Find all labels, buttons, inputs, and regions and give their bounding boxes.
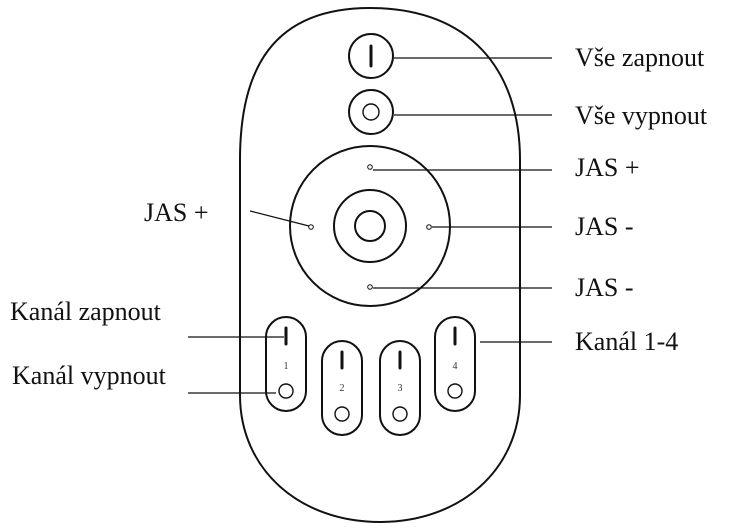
channel-number: 4 xyxy=(453,361,458,372)
channel-off-icon xyxy=(447,383,463,399)
channel-1-button[interactable]: 1 xyxy=(265,316,307,412)
channel-2-button[interactable]: 2 xyxy=(321,340,363,436)
channel-off-icon xyxy=(278,383,294,399)
label-bright-down-right: JAS - xyxy=(575,212,634,241)
all-on-button[interactable] xyxy=(348,33,394,79)
brightness-down-bottom-dot xyxy=(367,284,373,290)
remote-body xyxy=(239,6,521,524)
brightness-up-top-dot xyxy=(367,164,373,170)
label-all-off: Vše vypnout xyxy=(575,101,708,130)
label-channel-on: Kanál zapnout xyxy=(10,297,162,326)
channel-number: 3 xyxy=(398,383,403,394)
channel-3-button[interactable]: 3 xyxy=(379,340,421,436)
center-icon xyxy=(354,210,386,242)
power-off-icon xyxy=(362,103,380,121)
channel-off-icon xyxy=(334,406,350,422)
channel-4-button[interactable]: 4 xyxy=(434,316,476,412)
label-bright-up-left: JAS + xyxy=(144,198,209,227)
brightness-up-left-dot xyxy=(308,224,314,230)
brightness-down-right-dot xyxy=(426,224,432,230)
label-channel-off: Kanál vypnout xyxy=(12,361,167,390)
all-off-button[interactable] xyxy=(348,89,394,135)
brightness-wheel[interactable] xyxy=(289,145,451,307)
center-button[interactable] xyxy=(333,189,407,263)
label-bright-down-bottom: JAS - xyxy=(575,273,634,302)
channel-number: 2 xyxy=(340,383,345,394)
channel-off-icon xyxy=(392,406,408,422)
label-bright-up-top: JAS + xyxy=(575,153,640,182)
label-channels: Kanál 1-4 xyxy=(575,327,678,356)
label-all-on: Vše zapnout xyxy=(575,43,705,72)
channel-number: 1 xyxy=(284,361,289,372)
leader-bright-up-left xyxy=(249,210,310,227)
